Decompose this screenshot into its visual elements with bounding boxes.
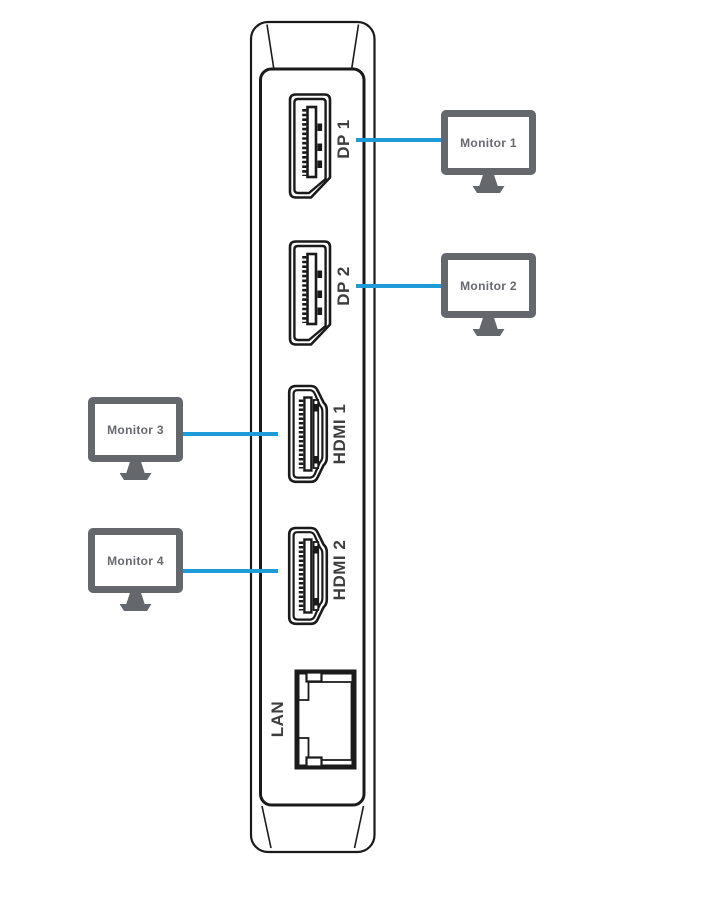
port-label-hdmi2: HDMI 2: [330, 539, 349, 601]
monitor-2-screen: Monitor 2: [441, 253, 536, 318]
port-label-hdmi1: HDMI 1: [330, 403, 349, 465]
lan-port: [294, 669, 357, 770]
monitor-3-label: Monitor 3: [107, 422, 164, 437]
monitor-4-stand-neck: [126, 593, 145, 604]
hdmi-pin-bar: [303, 538, 313, 614]
port-label-lan: LAN: [268, 700, 287, 738]
monitor-4-stand-base: [119, 604, 152, 611]
dp-pin-bar: [306, 105, 318, 179]
connection-line-dp1-monitor1: [356, 138, 442, 142]
hdmi-pin-bar: [303, 396, 313, 472]
dp-key-bump: [317, 290, 323, 298]
monitor-3: Monitor 3: [88, 397, 183, 480]
monitor-2-stand-base: [472, 329, 505, 336]
monitor-3-stand-base: [119, 473, 152, 480]
dp2-port: [288, 240, 332, 346]
hdmi-contact-strip: [312, 399, 320, 469]
port-label-dp1: DP 1: [334, 119, 353, 159]
dock-chamfer-top-left: [266, 24, 275, 71]
monitor-4: Monitor 4: [88, 528, 183, 611]
monitor-2: Monitor 2: [441, 253, 536, 336]
dock-chamfer-bottom-right: [353, 805, 365, 849]
connection-line-dp2-monitor2: [356, 284, 442, 288]
dock-chamfer-top-right: [350, 24, 360, 71]
monitor-1-stand-neck: [479, 175, 498, 186]
hdmi-contact-tab: [313, 546, 319, 554]
lan-contact-tab: [305, 671, 323, 683]
monitor-3-screen: Monitor 3: [88, 397, 183, 462]
hdmi2-port: [287, 526, 329, 626]
lan-contact-tab: [305, 756, 323, 768]
monitor-4-screen: Monitor 4: [88, 528, 183, 593]
dp-key-bump: [317, 123, 323, 131]
hdmi-contact-tab: [313, 404, 319, 412]
monitor-3-stand-neck: [126, 462, 145, 473]
lan-rj45-outline: [297, 681, 353, 761]
monitor-1-screen: Monitor 1: [441, 110, 536, 175]
connection-line-hdmi2-monitor4: [181, 569, 278, 573]
dp-key-bump: [317, 307, 323, 315]
hdmi-contact-tab: [313, 598, 319, 606]
port-label-dp2: DP 2: [334, 266, 353, 306]
dp1-port: [288, 93, 332, 199]
monitor-1-label: Monitor 1: [460, 135, 517, 150]
dock-chamfer-bottom-left: [261, 805, 272, 849]
dp-key-bump: [317, 143, 323, 151]
monitor-4-label: Monitor 4: [107, 553, 164, 568]
hdmi1-port: [287, 384, 329, 484]
monitor-2-label: Monitor 2: [460, 278, 517, 293]
monitor-1: Monitor 1: [441, 110, 536, 193]
dp-key-bump: [317, 270, 323, 278]
dp-pin-bar: [306, 252, 318, 326]
dp-key-bump: [317, 160, 323, 168]
monitor-1-stand-base: [472, 186, 505, 193]
hdmi-contact-strip: [312, 541, 320, 611]
monitor-2-stand-neck: [479, 318, 498, 329]
hdmi-contact-tab: [313, 456, 319, 464]
connection-line-hdmi1-monitor3: [181, 432, 278, 436]
